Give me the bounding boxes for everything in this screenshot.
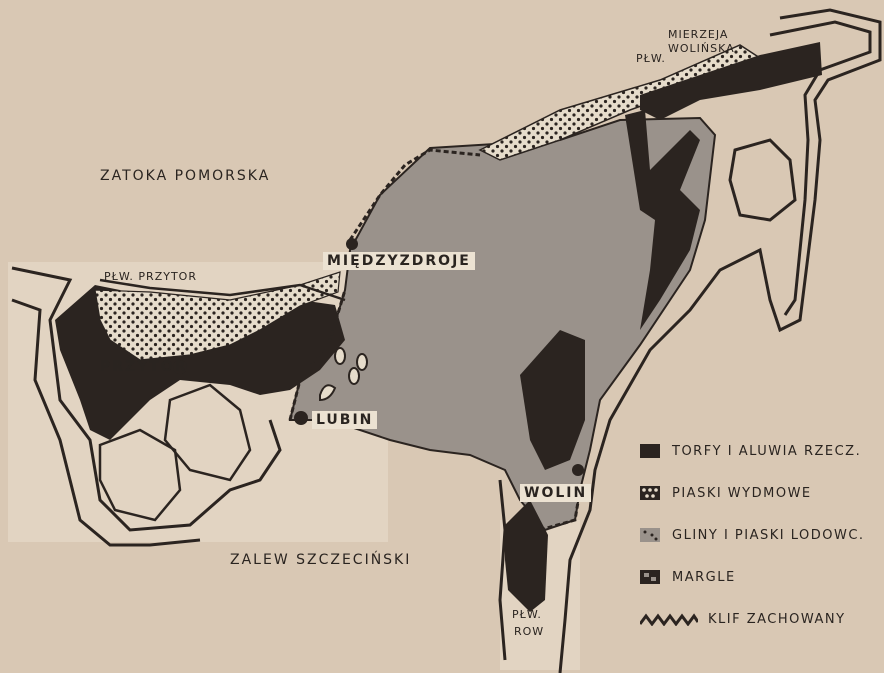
- town-marker-przytor: [173, 360, 187, 374]
- peat-east-inlet: [625, 110, 700, 330]
- label-row-name: ROW: [514, 625, 545, 638]
- swatch-dune-sands: [640, 486, 660, 500]
- coastline-west-outer: [11, 298, 201, 547]
- label-lagoon: ZALEW SZCZECIŃSKI: [230, 552, 412, 568]
- coastline-east: [558, 8, 882, 673]
- lake-1: [334, 347, 346, 365]
- town-marker-wolin: [572, 464, 584, 476]
- town-marker-miedzyzdroje: [346, 238, 358, 250]
- lake-2: [356, 353, 368, 371]
- island-south-west: [98, 428, 182, 522]
- peat-central: [520, 330, 585, 470]
- place-lubin: LUBIN: [312, 411, 378, 429]
- lake-3: [348, 367, 360, 385]
- cliff-line-west: [288, 289, 347, 421]
- island-west: [163, 383, 252, 482]
- legend-item-dune-sands: PIASKI WYDMOWE: [640, 482, 880, 504]
- swatch-peat: [640, 444, 660, 458]
- coastline-west: [11, 266, 282, 532]
- cliff-line: [348, 148, 481, 241]
- swatch-marl: [640, 570, 660, 584]
- label-row-prefix: PŁW.: [512, 608, 542, 621]
- legend-item-glacial-till: GLINY I PIASKI LODOWC.: [640, 524, 880, 546]
- peat-south: [505, 500, 548, 612]
- map-legend: TORFY I ALUWIA RZECZ. PIASKI WYDMOWE GLI…: [640, 440, 880, 650]
- label-bay: ZATOKA POMORSKA: [100, 168, 271, 184]
- legend-item-cliff: KLIF ZACHOWANY: [640, 608, 880, 630]
- label-przytor-peninsula: PŁW. PRZYTOR: [104, 270, 197, 283]
- lake-4: [319, 384, 337, 402]
- coastline-east-inner: [769, 20, 872, 316]
- label-spit: MIERZEJA WOLIŃSKA: [668, 28, 735, 55]
- place-miedzyzdroje: MIĘDZYZDROJE: [323, 252, 475, 270]
- island-east: [728, 138, 797, 222]
- swatch-glacial-till: [640, 528, 660, 542]
- town-marker-lubin: [294, 411, 308, 425]
- dune-sands-przytor: [94, 271, 341, 361]
- legend-item-peat: TORFY I ALUWIA RZECZ.: [640, 440, 880, 462]
- coast-north-spit: [99, 278, 346, 302]
- place-wolin: WOLIN: [520, 484, 592, 502]
- swatch-cliff: [640, 613, 698, 626]
- label-spit-prefix: PŁW.: [636, 52, 666, 65]
- coastline-south: [498, 479, 507, 661]
- place-przytor: PRZYTOR: [100, 359, 188, 375]
- peat-east-north: [640, 42, 822, 120]
- legend-item-marl: MARGLE: [640, 566, 880, 588]
